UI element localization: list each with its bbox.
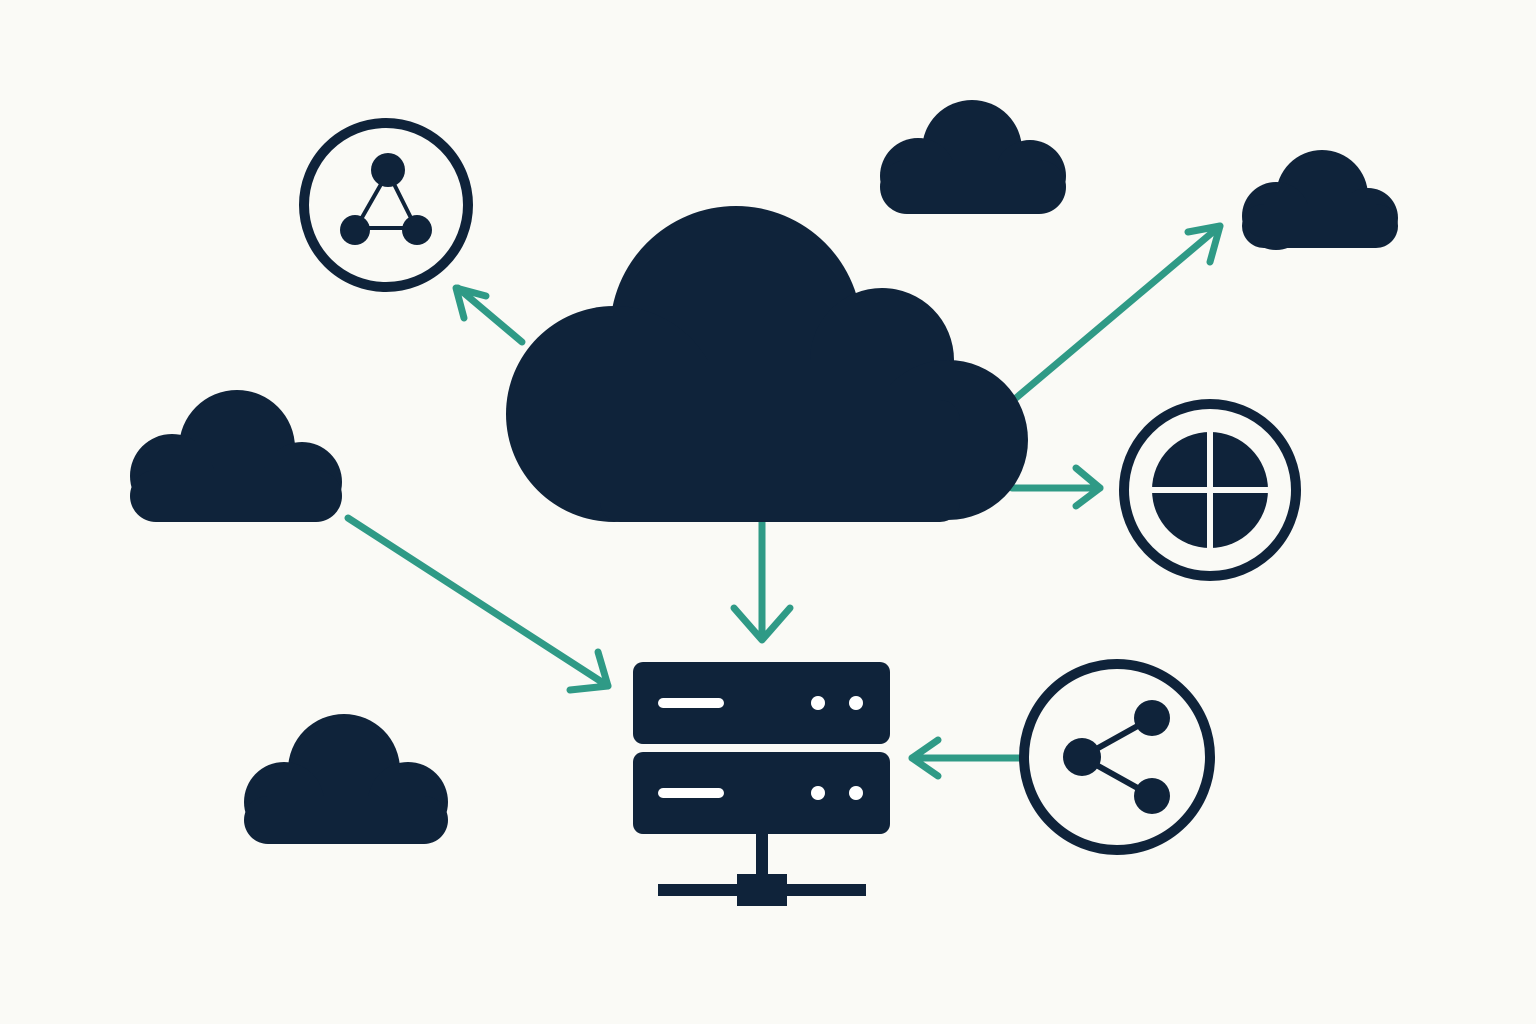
pie-node [1119,399,1301,581]
network-triangle-icon [340,153,432,245]
share-icon [1063,700,1170,814]
server-unit-top [633,662,890,744]
server-rack-icon [633,662,890,906]
arrow-cloud-to-top-right-cloud [1012,222,1224,402]
cloud-bottom-left-icon [244,714,448,844]
main-cloud-icon [506,206,1028,522]
quartered-circle-icon [1146,426,1274,554]
arrow-cloud-to-server [730,518,794,644]
cloud-top-center-icon [880,100,1066,214]
cloud-left-icon [130,390,342,522]
network-node [299,118,473,292]
arrow-share-to-server [908,736,1024,780]
arrow-left-cloud-to-server [344,514,612,694]
arrow-cloud-to-network [452,284,526,346]
server-network-base [658,834,866,906]
arrow-cloud-to-pie-node [1008,464,1104,510]
share-node [1019,659,1215,855]
server-unit-bottom [633,752,890,834]
cloud-top-right-icon [1242,150,1398,250]
